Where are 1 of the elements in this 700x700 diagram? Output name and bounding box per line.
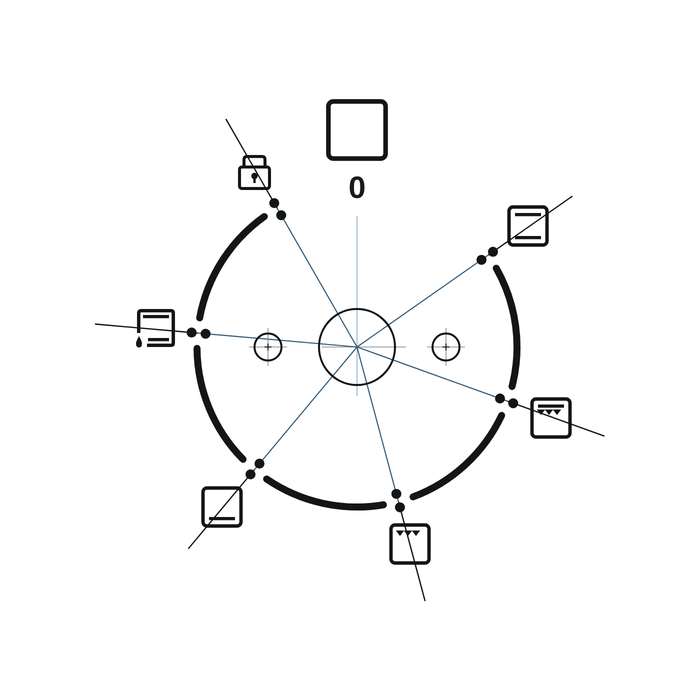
- dial-position-label: 0: [348, 171, 366, 205]
